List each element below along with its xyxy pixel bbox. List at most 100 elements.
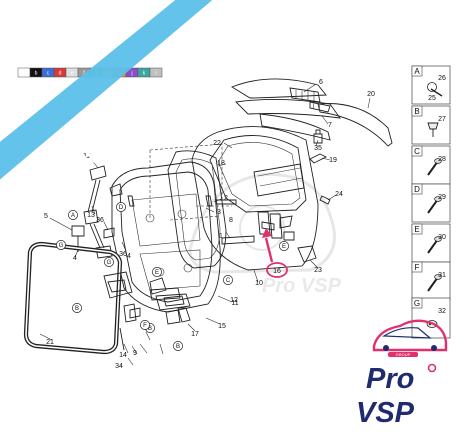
trim-piece <box>221 235 255 245</box>
highlighted-callout[interactable]: 16 <box>266 262 288 278</box>
callout-number[interactable]: 2 <box>224 195 228 202</box>
spoiler-assembly <box>230 78 341 144</box>
ref-circle <box>116 202 126 212</box>
ref-circle <box>279 241 289 251</box>
trim-strip <box>317 103 393 147</box>
pro-vsp-logo: GROUP Pro VSP <box>356 319 448 429</box>
sidebar-part-number[interactable]: 32 <box>438 308 446 315</box>
sidebar-letter-box <box>411 297 423 309</box>
logo-car-icon: GROUP <box>372 319 448 357</box>
logo-line-1: Pro <box>366 363 414 395</box>
color-swatch-label: l <box>155 71 156 77</box>
callout-number[interactable]: 11 <box>231 300 238 307</box>
circled-letter-ref[interactable]: B <box>72 303 82 313</box>
sidebar-part-number[interactable]: 25 <box>428 95 436 102</box>
window-seal <box>23 241 123 355</box>
sidebar-part-number[interactable]: 31 <box>438 272 446 279</box>
callout-number[interactable]: 12 <box>83 153 91 160</box>
sidebar-group-f: F31 <box>411 261 451 301</box>
callout-number[interactable]: 10 <box>255 280 263 287</box>
sidebar-group-c: C 28 <box>411 145 451 185</box>
trim-piece <box>215 199 237 205</box>
push-clip-icon <box>427 122 439 137</box>
callout-number[interactable]: 20 <box>367 91 375 98</box>
callout-number[interactable]: 36 <box>119 251 127 258</box>
screw-head-icon <box>434 274 442 280</box>
gas-strut-assembly <box>71 165 123 259</box>
sidebar-part-number[interactable]: 26 <box>438 75 446 82</box>
color-swatch-label: e <box>71 71 74 77</box>
ref-letter: D <box>119 205 124 211</box>
watermark: Pro VSP <box>188 173 342 297</box>
callout-number[interactable]: 24 <box>335 191 343 198</box>
ref-letter: C <box>226 278 231 284</box>
sidebar-letter-box <box>411 145 423 157</box>
callout-number[interactable]: 8 <box>229 217 233 224</box>
ref-letter: E <box>155 270 159 276</box>
color-swatch-label: j <box>130 71 132 77</box>
ref-letter: G <box>59 243 64 249</box>
callout-number[interactable]: 34 <box>115 363 123 370</box>
circled-letter-ref[interactable]: A <box>68 210 78 220</box>
small-clip <box>309 153 328 164</box>
callout-number[interactable]: 9 <box>133 350 137 357</box>
circled-letter-ref[interactable]: G <box>56 240 66 250</box>
ref-letter: A <box>71 213 75 219</box>
callout-number[interactable]: 36 <box>96 217 104 224</box>
bolt-icon <box>430 88 443 97</box>
callout-number[interactable]: 19 <box>329 157 337 164</box>
callout-number[interactable]: 4 <box>127 253 131 260</box>
callout-number[interactable]: 1 <box>219 233 223 240</box>
sidebar-letter: C <box>414 147 420 156</box>
callout-number[interactable]: 14 <box>119 352 127 359</box>
ref-circle <box>152 267 162 277</box>
ref-letter: B <box>176 344 180 350</box>
sidebar-group-g: G32 <box>411 297 451 339</box>
callout-number[interactable]: 4 <box>73 255 77 262</box>
circled-letter-ref[interactable]: B <box>173 341 183 351</box>
sidebar-part-number[interactable]: 28 <box>438 156 446 163</box>
sidebar-letter: B <box>414 107 419 116</box>
callout-number[interactable]: 17 <box>191 331 199 338</box>
site-banner: pro-piece-vsp.com <box>0 0 213 190</box>
callout-number[interactable]: 6 <box>319 79 323 86</box>
highlighted-callout-number: 16 <box>273 268 281 275</box>
circled-letter-ref[interactable]: G <box>104 257 114 267</box>
callout-number[interactable]: 12 <box>230 297 238 304</box>
callout-number[interactable]: 7 <box>328 122 332 129</box>
callout-number[interactable]: 23 <box>314 267 322 274</box>
color-swatch <box>149 67 163 78</box>
circled-letter-ref[interactable]: E <box>279 241 289 251</box>
callout-number[interactable]: 18 <box>217 160 225 167</box>
callout-number[interactable]: 22 <box>213 140 221 147</box>
lower-brackets <box>103 271 167 351</box>
ref-letter: F <box>143 323 147 329</box>
ref-circle <box>140 320 150 330</box>
callout-number[interactable]: 5 <box>44 213 48 220</box>
color-swatch-label: k <box>143 71 146 77</box>
ref-circle <box>173 341 183 351</box>
color-swatch-label: b <box>35 71 38 77</box>
callout-number[interactable]: 3 <box>217 209 221 216</box>
sidebar-letter: E <box>414 225 419 234</box>
callout-number[interactable]: 15 <box>218 323 226 330</box>
callout-number[interactable]: 21 <box>46 339 54 346</box>
circled-letter-ref[interactable]: C <box>223 275 233 285</box>
screw-head-icon <box>434 236 442 242</box>
callout-number[interactable]: 35 <box>314 145 322 152</box>
screw-head-icon <box>434 158 442 164</box>
ref-circle <box>56 240 66 250</box>
circled-letter-ref[interactable]: E <box>152 267 162 277</box>
sidebar-part-number[interactable]: 30 <box>438 234 446 241</box>
circled-letter-ref[interactable]: D <box>116 202 126 212</box>
sidebar-part-number[interactable]: 29 <box>438 194 446 201</box>
callout-number[interactable]: 13 <box>87 212 95 219</box>
sidebar-group-b: B 27 <box>411 105 451 145</box>
ref-letter: B <box>75 306 79 312</box>
circled-letter-ref[interactable]: F <box>140 320 150 330</box>
highlight-arrow <box>262 228 274 263</box>
sidebar-part-number[interactable]: 27 <box>438 116 446 123</box>
